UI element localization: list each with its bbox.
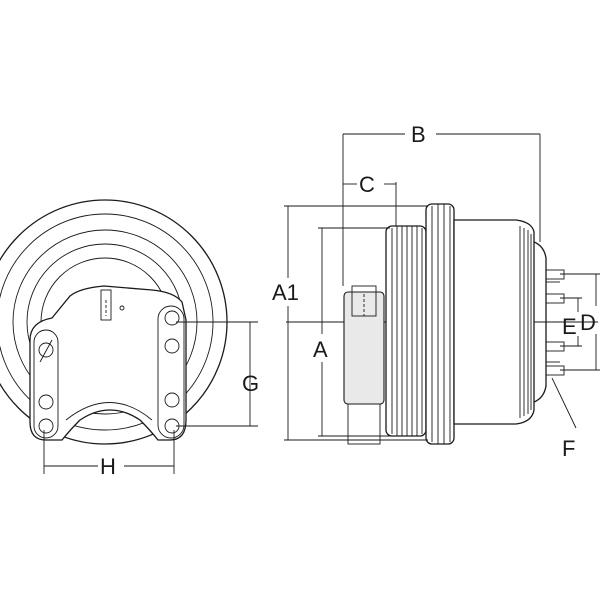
bolt-hole <box>164 392 180 408</box>
clutch-housing <box>453 219 535 425</box>
side-view: B C A1 A D E F <box>272 122 600 461</box>
hub-pin <box>100 289 112 321</box>
rear-mount <box>343 291 385 405</box>
mount-base <box>347 403 381 445</box>
front-view: G H <box>0 199 259 479</box>
flange-grooves <box>431 204 451 444</box>
label-c: C <box>359 172 375 197</box>
f-leader <box>551 377 577 429</box>
bracket-slot-left <box>33 329 59 439</box>
cooling-fins <box>519 226 532 418</box>
bolt-hole <box>38 342 54 358</box>
label-f: F <box>562 436 575 461</box>
label-h: H <box>100 454 116 479</box>
bracket-opening <box>65 402 153 421</box>
pulley-grooves <box>391 226 423 436</box>
small-hole <box>119 305 125 311</box>
bolt-hole <box>38 418 54 434</box>
label-g: G <box>242 371 259 396</box>
label-a: A <box>313 337 328 362</box>
label-e: E <box>562 314 577 339</box>
front-cover <box>533 241 547 403</box>
label-d: D <box>580 310 596 335</box>
label-b: B <box>411 122 426 147</box>
slot-mark <box>39 339 53 363</box>
bolt-hole <box>164 338 180 354</box>
bolt-hole <box>38 394 54 410</box>
label-a1: A1 <box>272 280 299 305</box>
bracket-slot-right <box>157 305 185 439</box>
mounting-studs <box>545 269 565 376</box>
bolt-hole <box>164 310 180 326</box>
bracket-plate <box>29 285 187 441</box>
